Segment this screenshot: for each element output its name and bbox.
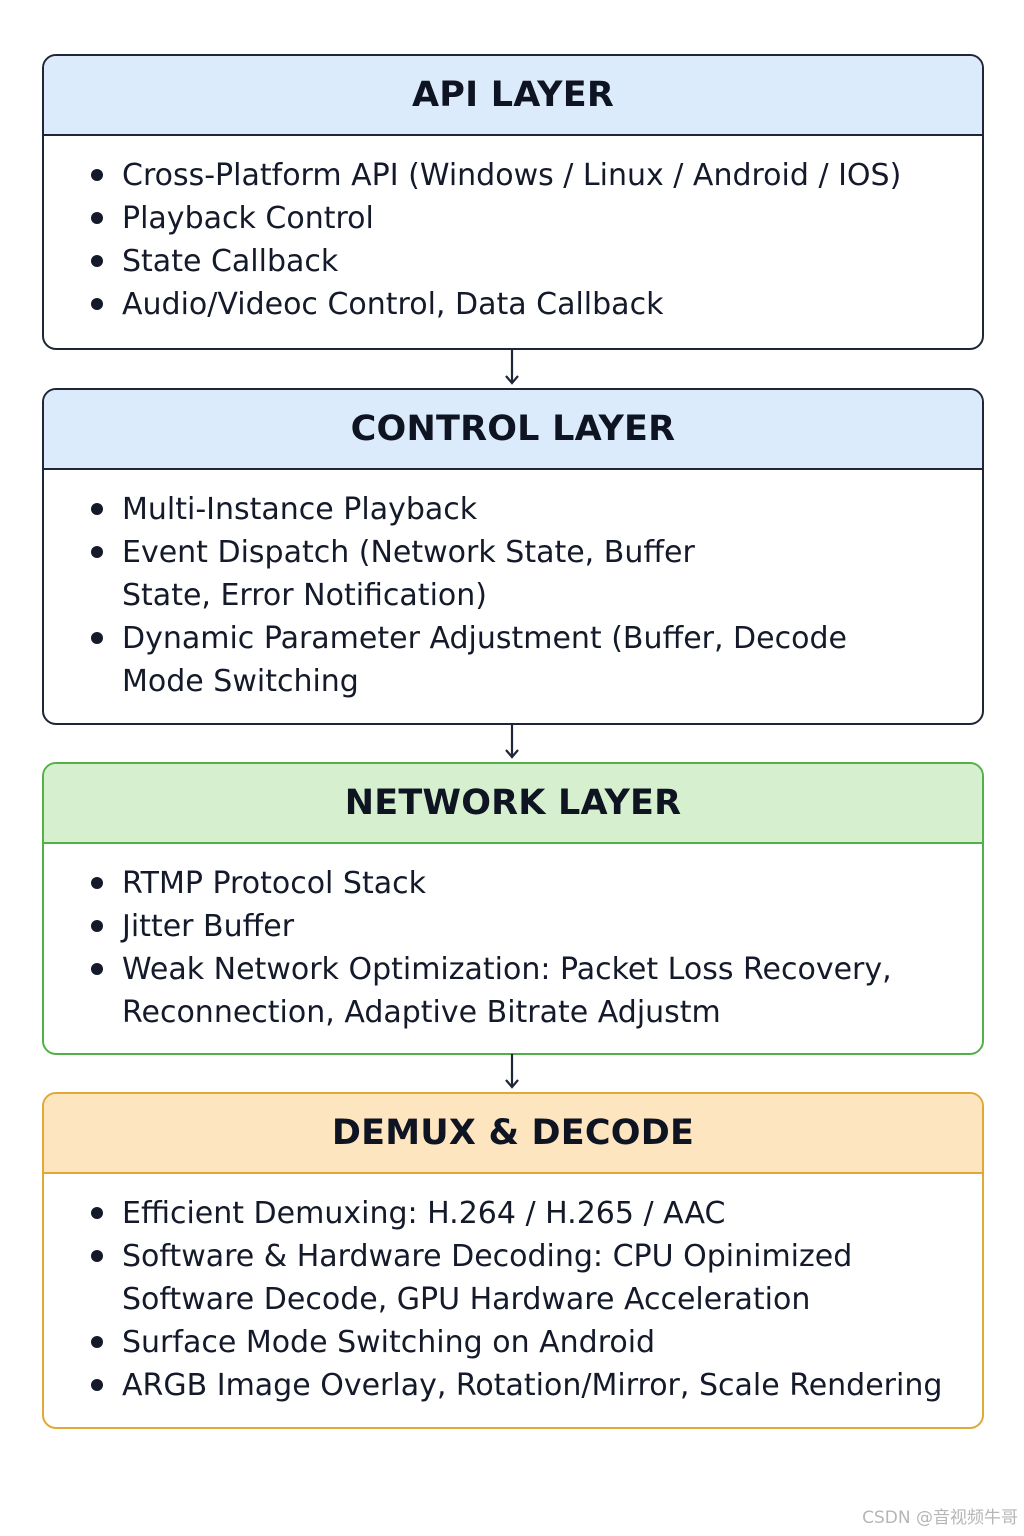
bullet-icon: [91, 920, 103, 932]
bullet-icon: [91, 632, 103, 644]
list-item-text: RTMP Protocol Stack: [122, 866, 426, 901]
demux-decode-box: DEMUX & DECODE Efficient Demuxing: H.264…: [42, 1092, 984, 1429]
bullet-icon: [91, 1336, 103, 1348]
bullet-icon: [91, 169, 103, 181]
demux-decode-list: Efficient Demuxing: H.264 / H.265 / AAC …: [44, 1192, 982, 1407]
list-item: Surface Mode Switching on Android: [44, 1321, 982, 1364]
api-layer-body: Cross-Platform API (Windows / Linux / An…: [44, 136, 982, 326]
list-item: Weak Network Optimization: Packet Loss R…: [44, 948, 982, 1034]
bullet-icon: [91, 877, 103, 889]
demux-decode-title: DEMUX & DECODE: [44, 1094, 982, 1174]
down-arrow-icon: [505, 350, 519, 385]
list-item: State Callback: [44, 240, 982, 283]
bullet-icon: [91, 503, 103, 515]
list-item-text: Surface Mode Switching on Android: [122, 1325, 656, 1360]
list-item: Audio/Videoc Control, Data Callback: [44, 283, 982, 326]
bullet-icon: [91, 546, 103, 558]
down-arrow-icon: [505, 724, 519, 759]
list-item: Software & Hardware Decoding: CPU Opinim…: [44, 1235, 982, 1321]
list-item: Playback Control: [44, 197, 982, 240]
list-item: Dynamic Parameter Adjustment (Buffer, De…: [44, 617, 982, 703]
bullet-icon: [91, 1250, 103, 1262]
list-item: ARGB Image Overlay, Rotation/Mirror, Sca…: [44, 1364, 982, 1407]
list-item: Jitter Buffer: [44, 905, 982, 948]
bullet-icon: [91, 255, 103, 267]
network-layer-title: NETWORK LAYER: [44, 764, 982, 844]
network-layer-box: NETWORK LAYER RTMP Protocol Stack Jitter…: [42, 762, 984, 1055]
demux-decode-body: Efficient Demuxing: H.264 / H.265 / AAC …: [44, 1174, 982, 1407]
list-item: Event Dispatch (Network State, Buffer St…: [44, 531, 982, 617]
list-item-text: Multi-Instance Playback: [122, 492, 478, 527]
list-item-text: Cross-Platform API (Windows / Linux / An…: [122, 158, 902, 193]
list-item: RTMP Protocol Stack: [44, 862, 982, 905]
bullet-icon: [91, 212, 103, 224]
list-item-text: Jitter Buffer: [122, 909, 295, 944]
network-layer-body: RTMP Protocol Stack Jitter Buffer Weak N…: [44, 844, 982, 1034]
list-item-text: Dynamic Parameter Adjustment (Buffer, De…: [122, 621, 847, 699]
bullet-icon: [91, 298, 103, 310]
bullet-icon: [91, 1207, 103, 1219]
bullet-icon: [91, 1379, 103, 1391]
list-item-text: Event Dispatch (Network State, Buffer St…: [122, 535, 695, 613]
control-layer-title: CONTROL LAYER: [44, 390, 982, 470]
list-item: Multi-Instance Playback: [44, 488, 982, 531]
list-item-text: ARGB Image Overlay, Rotation/Mirror, Sca…: [122, 1368, 943, 1403]
list-item-text: State Callback: [122, 244, 339, 279]
list-item-text: Audio/Videoc Control, Data Callback: [122, 287, 664, 322]
control-layer-box: CONTROL LAYER Multi-Instance Playback Ev…: [42, 388, 984, 725]
bullet-icon: [91, 963, 103, 975]
list-item-text: Software & Hardware Decoding: CPU Opinim…: [122, 1239, 853, 1317]
down-arrow-icon: [505, 1054, 519, 1089]
list-item-text: Efficient Demuxing: H.264 / H.265 / AAC: [122, 1196, 726, 1231]
list-item-text: Playback Control: [122, 201, 374, 236]
network-layer-list: RTMP Protocol Stack Jitter Buffer Weak N…: [44, 862, 982, 1034]
list-item: Cross-Platform API (Windows / Linux / An…: [44, 154, 982, 197]
list-item: Efficient Demuxing: H.264 / H.265 / AAC: [44, 1192, 982, 1235]
api-layer-box: API LAYER Cross-Platform API (Windows / …: [42, 54, 984, 350]
api-layer-list: Cross-Platform API (Windows / Linux / An…: [44, 154, 982, 326]
watermark: CSDN @音视频牛哥: [862, 1508, 1018, 1528]
list-item-text: Weak Network Optimization: Packet Loss R…: [122, 952, 892, 1030]
control-layer-list: Multi-Instance Playback Event Dispatch (…: [44, 488, 982, 703]
control-layer-body: Multi-Instance Playback Event Dispatch (…: [44, 470, 982, 703]
api-layer-title: API LAYER: [44, 56, 982, 136]
